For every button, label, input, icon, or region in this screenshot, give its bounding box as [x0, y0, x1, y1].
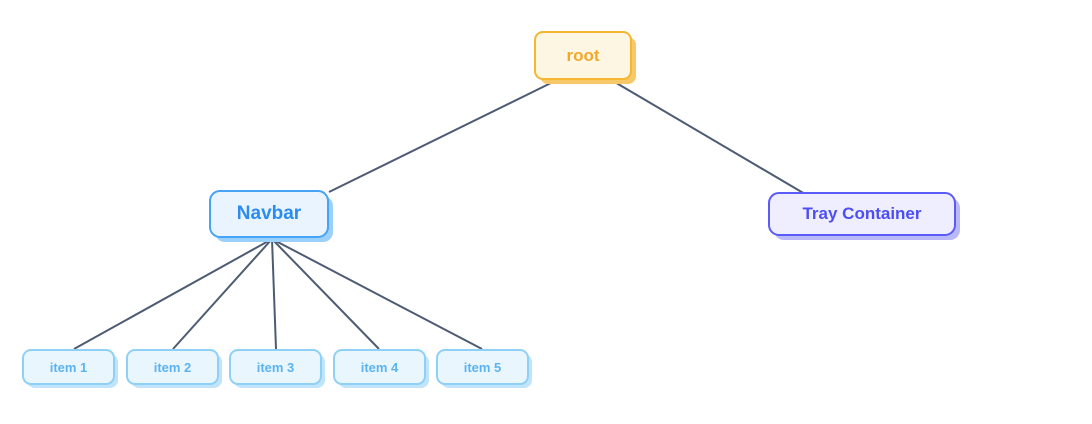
node-item-2[interactable]: item 2	[126, 349, 219, 385]
edge-navbar-item5	[271, 238, 483, 350]
edge-navbar-item4	[271, 238, 380, 350]
node-tray-container[interactable]: Tray Container	[768, 192, 956, 236]
node-root[interactable]: root	[534, 31, 632, 80]
node-item-5[interactable]: item 5	[436, 349, 529, 385]
edge-navbar-item1	[73, 238, 273, 350]
node-label-item-3: item 3	[256, 359, 295, 375]
edge-navbar-item2	[172, 238, 273, 350]
node-label-item-2: item 2	[153, 359, 192, 375]
node-label-navbar: Navbar	[236, 203, 302, 224]
node-label-item-4: item 4	[360, 359, 399, 375]
node-item-1[interactable]: item 1	[22, 349, 115, 385]
node-label-tray-container: Tray Container	[802, 204, 922, 223]
node-label-item-1: item 1	[49, 359, 88, 375]
edge-root-tray	[612, 80, 806, 195]
edge-root-navbar	[328, 80, 556, 193]
node-navbar[interactable]: Navbar	[209, 190, 329, 238]
node-item-4[interactable]: item 4	[333, 349, 426, 385]
edge-navbar-item3	[271, 238, 277, 350]
node-label-item-5: item 5	[463, 359, 502, 375]
node-item-3[interactable]: item 3	[229, 349, 322, 385]
node-label-root: root	[566, 45, 600, 65]
